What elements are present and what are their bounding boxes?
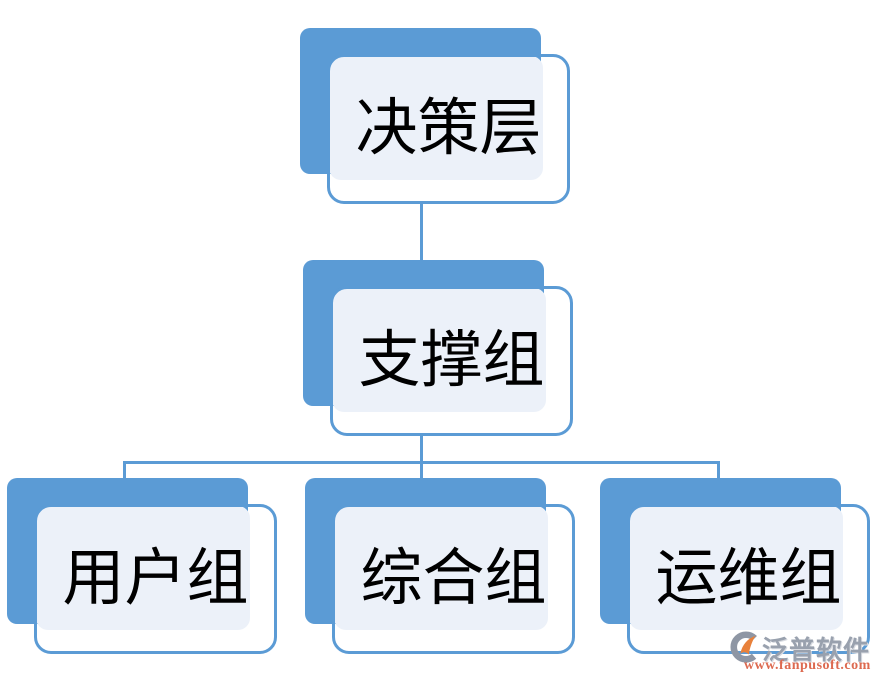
node-fill-shape [36, 506, 250, 630]
watermark-url-link[interactable]: www.fanpusoft.com [744, 658, 871, 673]
node-outline-shape: 决策层 [327, 54, 570, 204]
org-node-general-group[interactable]: 综合组 [305, 478, 581, 660]
node-label: 综合组 [360, 545, 547, 613]
node-outline-shape: 用户组 [34, 504, 277, 654]
node-fill-shape [334, 506, 548, 630]
watermark: 泛普软件 www.fanpusoft.com [728, 628, 877, 679]
node-fill-shape [629, 506, 843, 630]
connector-decision-to-support [420, 203, 423, 261]
node-label: 运维组 [655, 545, 842, 613]
node-fill-shape [329, 56, 543, 180]
org-node-support-group[interactable]: 支撑组 [303, 260, 579, 442]
watermark-brand-text: 泛普软件 [762, 635, 871, 665]
node-outline-shape: 综合组 [332, 504, 575, 654]
node-label: 决策层 [355, 95, 542, 163]
node-outline-shape: 支撑组 [330, 286, 573, 436]
node-label: 支撑组 [358, 327, 545, 395]
connector-drop-user-group [123, 461, 126, 479]
connector-support-down [420, 434, 423, 479]
node-fill-shape [332, 288, 546, 412]
node-label: 用户组 [62, 545, 249, 613]
org-node-user-group[interactable]: 用户组 [7, 478, 283, 660]
org-node-decision-layer[interactable]: 决策层 [300, 28, 576, 210]
fanpu-logo-icon [730, 631, 762, 663]
connector-drop-ops-group [717, 461, 720, 479]
connector-horizontal-bus [123, 461, 720, 464]
org-node-ops-group[interactable]: 运维组 [600, 478, 876, 660]
